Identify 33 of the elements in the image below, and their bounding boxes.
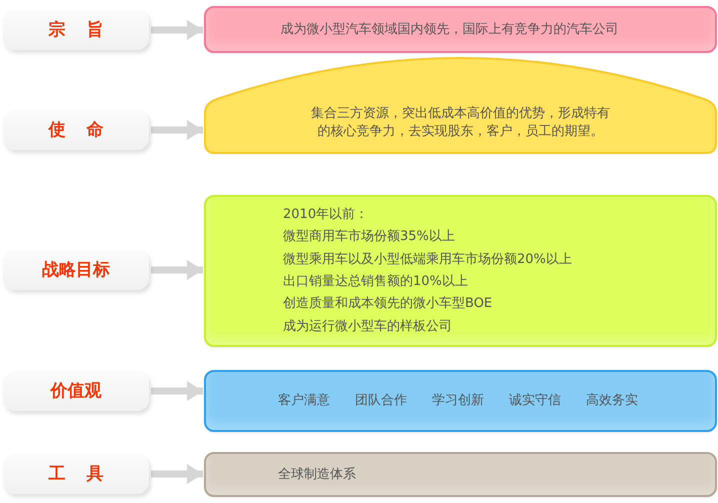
goals-panel — [204, 195, 717, 347]
arrow — [151, 20, 203, 40]
label-card — [3, 110, 149, 150]
goal-item: 2010年以前： — [283, 206, 368, 224]
goal-item: 微型乘用车以及小型低端乘用车市场份额20%以上 — [283, 250, 572, 269]
arrow — [151, 381, 203, 401]
value-item: 客户满意 — [278, 392, 330, 410]
value-item: 高效务实 — [586, 392, 638, 410]
label-card — [3, 10, 149, 50]
goal-item: 创造质量和成本领先的微小车型BOE — [283, 295, 492, 314]
goal-item: 微型商用车市场份额35%以上 — [283, 228, 455, 246]
section-title: 战略目标 — [42, 260, 110, 280]
value-item: 团队合作 — [355, 392, 407, 410]
mission-text: 集合三方资源，突出低成本高价值的优势，形成特有的核心竞争力，去实现股东，客户，员工的期望。 — [310, 105, 611, 141]
goal-item: 出口销量达总销售额的10%以上 — [283, 273, 468, 291]
section-title: 工 具 — [48, 464, 104, 484]
label-card — [3, 250, 149, 290]
section-title: 价值观 — [50, 380, 102, 402]
goal-item: 成为运行微小型车的样板公司 — [283, 318, 452, 336]
purpose-text: 成为微小型汽车领域国内领先，国际上有竞争力的汽车公司 — [280, 20, 618, 38]
section-title: 宗 旨 — [48, 20, 104, 40]
statement-panel — [204, 6, 717, 53]
arrow — [151, 464, 203, 484]
label-card — [3, 454, 149, 494]
label-card — [3, 371, 149, 411]
tools-panel — [204, 452, 717, 497]
value-item: 学习创新 — [432, 392, 484, 410]
values-panel — [204, 370, 717, 432]
arrow — [151, 260, 203, 280]
arrow — [151, 120, 203, 140]
tool-text: 全球制造体系 — [278, 466, 356, 484]
section-title: 使 命 — [48, 120, 104, 140]
value-item: 诚实守信 — [509, 392, 561, 410]
